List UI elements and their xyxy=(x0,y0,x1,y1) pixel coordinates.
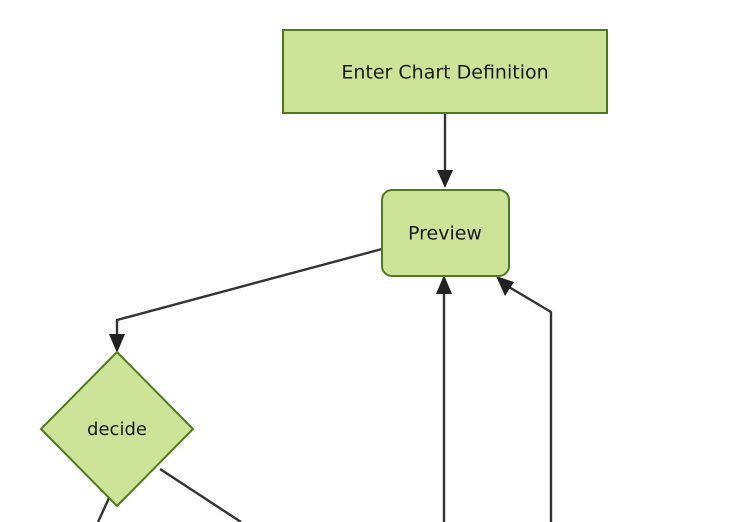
decide-shape[interactable] xyxy=(39,350,195,508)
edge-enter-to-preview xyxy=(437,113,453,188)
edge-decide-right-out-line xyxy=(159,467,242,522)
preview-shape[interactable] xyxy=(381,189,510,277)
edge-preview-to-decide-line xyxy=(115,247,383,338)
node-decide[interactable]: decide xyxy=(39,350,195,508)
edge-bottom-right-to-preview-arrowhead xyxy=(496,276,514,296)
decide-label: decide xyxy=(87,419,147,440)
edge-preview-to-decide-arrowhead xyxy=(109,334,125,353)
node-enter-chart-definition[interactable]: Enter Chart Definition xyxy=(282,29,608,114)
enter-chart-definition-label: Enter Chart Definition xyxy=(341,62,548,84)
edge-bottom-center-to-preview xyxy=(436,275,452,522)
edge-preview-to-decide xyxy=(109,247,383,353)
edge-decide-left-out-line xyxy=(96,497,111,522)
preview-label: Preview xyxy=(408,223,482,245)
edge-bottom-right-to-preview-line xyxy=(508,285,553,522)
enter-chart-definition-shape[interactable] xyxy=(282,29,608,114)
edge-bottom-right-to-preview xyxy=(496,276,553,522)
edge-decide-left-out xyxy=(96,497,111,522)
edge-bottom-center-to-preview-arrowhead xyxy=(436,275,452,294)
node-preview[interactable]: Preview xyxy=(381,189,510,277)
edge-enter-to-preview-arrowhead xyxy=(437,170,453,188)
edge-decide-right-out xyxy=(159,467,242,522)
